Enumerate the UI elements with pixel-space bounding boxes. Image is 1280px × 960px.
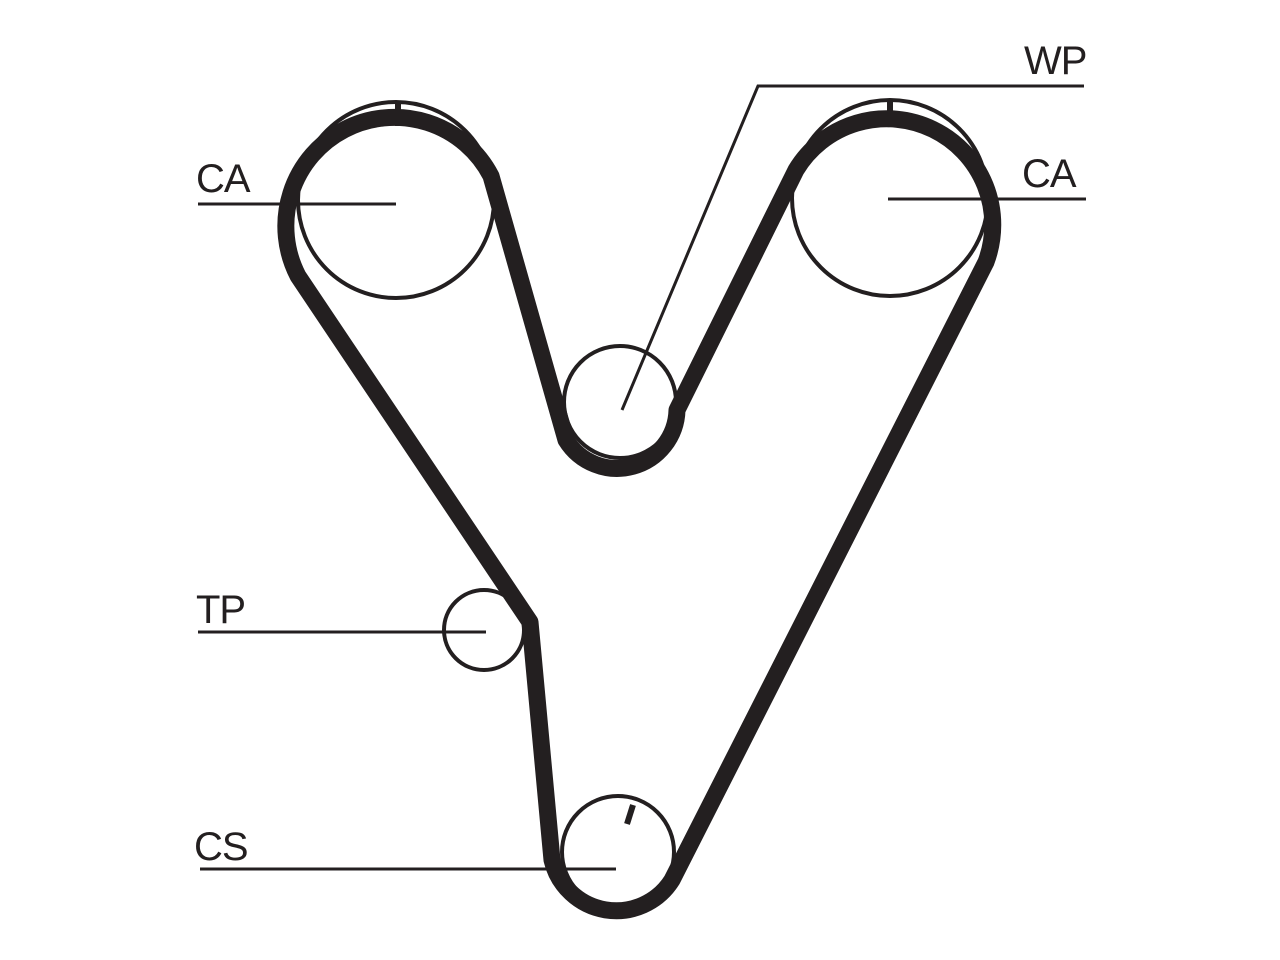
timing-belt [277,108,1002,920]
label-cam-right: CA [1022,152,1077,196]
leader-line-water-pump [620,84,1084,411]
label-cam-left: CA [196,157,251,201]
label-water-pump: WP [1024,39,1086,83]
label-crankshaft: CS [194,825,248,869]
timing-mark-crankshaft [624,804,636,825]
label-tensioner: TP [196,588,245,632]
